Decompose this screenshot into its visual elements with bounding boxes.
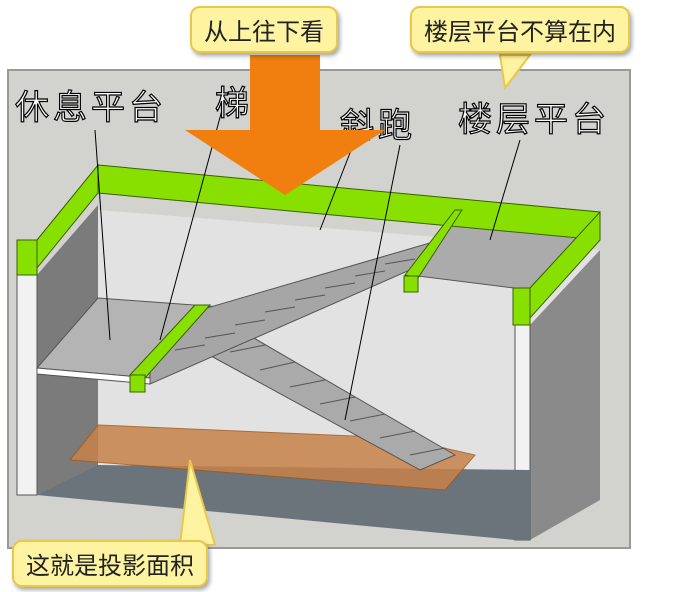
label-stair-beam: 梯 — [214, 83, 253, 124]
left-wall-edge — [16, 274, 38, 496]
right-wall — [530, 250, 600, 540]
upper-steps — [174, 258, 416, 351]
callout-floor-platform-excluded: 楼层平台不算在内 — [410, 6, 630, 53]
callout-projection-area: 这就是投影面积 — [12, 540, 208, 587]
label-rest-platform: 休息平台 — [14, 87, 167, 128]
callout-tail-top-right — [498, 54, 533, 91]
label-floor-platform: 楼层平台 — [457, 99, 610, 140]
stair-beam-upper-end — [403, 275, 419, 293]
corner-right — [512, 287, 531, 326]
stair-beam-lower-end — [129, 374, 146, 393]
label-inclined-flight: 斜跑 — [339, 105, 416, 146]
callout-top-view: 从上往下看 — [190, 6, 338, 53]
corner-left — [16, 239, 38, 276]
